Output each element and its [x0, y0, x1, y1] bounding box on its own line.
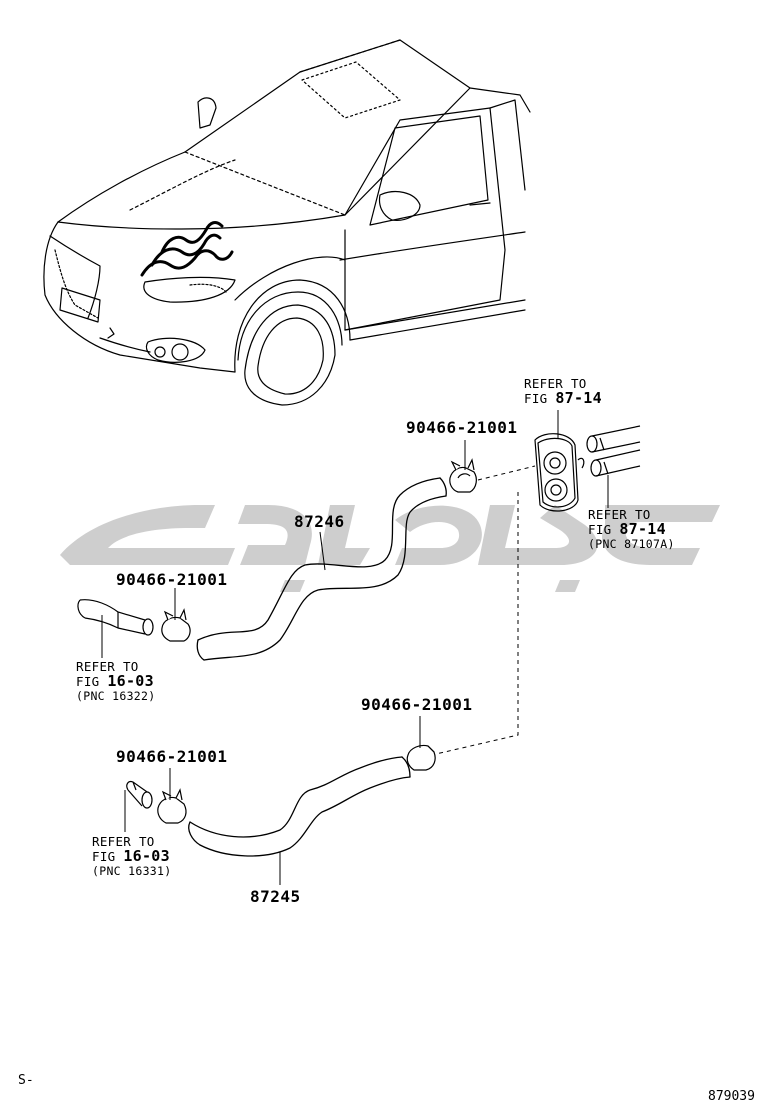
car-illustration	[43, 39, 531, 406]
clamp-part-number-upper-right: 90466-21001	[406, 418, 518, 437]
hose-87246	[196, 477, 447, 661]
ref-right-label: REFER TO FIG 87-14 (PNC 87107A)	[588, 507, 675, 552]
figure-id: 879039	[708, 1089, 755, 1104]
watermark-logo	[60, 505, 720, 592]
hose-part-number-87245: 87245	[250, 887, 301, 906]
dashed-connection	[435, 465, 536, 755]
clamp-part-number-lower-left: 90466-21001	[116, 747, 228, 766]
clamp-lower-right	[406, 744, 436, 771]
clamp-upper-left	[161, 608, 191, 642]
grommet	[534, 433, 585, 512]
ref-top-label: REFER TO FIG 87-14	[524, 376, 602, 407]
ref-left-upper-label: REFER TO FIG 16-03 (PNC 16322)	[76, 659, 156, 704]
hose-part-number-87246: 87246	[294, 512, 345, 531]
clamp-part-number-lower-right: 90466-21001	[361, 695, 473, 714]
clamp-part-number-upper-left: 90466-21001	[116, 570, 228, 589]
clamp-lower-left	[157, 788, 187, 824]
tubes-right	[586, 425, 641, 477]
pipe-stub-upper-left	[77, 599, 154, 636]
clamp-upper-right	[449, 458, 477, 493]
pipe-stub-lower-left	[126, 780, 153, 809]
hose-87245	[188, 756, 411, 857]
ref-left-lower-label: REFER TO FIG 16-03 (PNC 16331)	[92, 834, 172, 879]
leader-lines	[101, 410, 609, 885]
footer-left-code: S-	[18, 1073, 34, 1088]
